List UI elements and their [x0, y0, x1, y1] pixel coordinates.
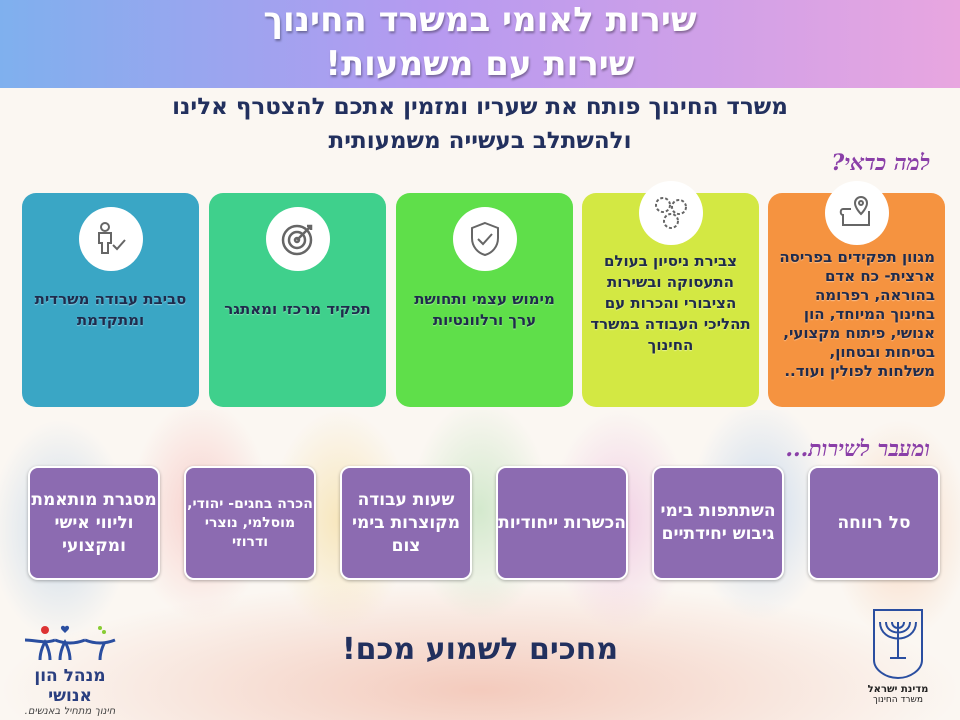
logo-line1: מדינת ישראל [867, 684, 929, 695]
target-icon [265, 207, 330, 271]
card-text: סביבת עבודה משרדית ומתקדמת [34, 290, 187, 329]
card-text: מגוון תפקידים בפריסה ארצית- כח אדם בהורא… [779, 248, 935, 380]
title-line1: שירות לאומי במשרד החינוך [263, 0, 697, 40]
benefit-box: השתתפות בימי גיבוש יחידתיים [652, 466, 784, 580]
people-logo-icon [24, 625, 116, 661]
beyond-label: ומעבר לשירות... [785, 436, 930, 462]
logo-name: מנהל הון אנושי [34, 666, 106, 706]
benefit-box: מסגרת מותאמת וליווי אישי ומקצועי [28, 466, 160, 580]
card-text: צבירת ניסיון בעולם התעסוקה ובשירות הציבו… [590, 252, 751, 354]
logo-tagline: חינוך מתחיל באנשים. [24, 706, 116, 717]
card-environment: סביבת עבודה משרדית ומתקדמת [22, 193, 199, 407]
person-check-icon [78, 207, 143, 271]
card-fulfillment: מימוש עצמי ותחושת ערך ורלוונטיות [396, 193, 573, 407]
benefit-box: סל רווחה [808, 466, 940, 580]
header-banner [0, 0, 960, 88]
benefit-box: שעות עבודה מקוצרות בימי צום [340, 466, 472, 580]
closing-text: מחכים לשמוע מכם! [341, 632, 619, 667]
why-label: למה כדאי? [831, 150, 930, 176]
subtitle-line2: ולהשתלב בעשייה משמעותית [328, 128, 632, 154]
card-text: מימוש עצמי ותחושת ערך ורלוונטיות [414, 290, 555, 329]
title-line2: שירות עם משמעות! [325, 44, 635, 84]
shield-check-icon [452, 207, 517, 271]
benefit-box: הכרה בחגים- יהודי, מוסלמי, נוצרי ודרוזי [184, 466, 316, 580]
hr-logo: מנהל הון אנושי חינוך מתחיל באנשים. [10, 622, 130, 717]
card-roles: מגוון תפקידים בפריסה ארצית- כח אדם בהורא… [768, 181, 945, 407]
menorah-emblem-icon [873, 609, 923, 680]
subtitle-line1: משרד החינוך פותח את שעריו ומזמין אתכם לה… [172, 94, 788, 120]
logo-line2: משרד החינוך [872, 695, 923, 705]
benefit-box: הכשרות ייחודיות [496, 466, 628, 580]
gears-icon [638, 181, 703, 245]
card-experience: צבירת ניסיון בעולם התעסוקה ובשירות הציבו… [582, 181, 759, 407]
card-role: תפקיד מרכזי ומאתגר [209, 193, 386, 407]
card-text: תפקיד מרכזי ומאתגר [224, 300, 371, 318]
ministry-logo: מדינת ישראל משרד החינוך [858, 608, 938, 712]
map-pin-icon [824, 181, 889, 245]
background-art [0, 410, 960, 720]
